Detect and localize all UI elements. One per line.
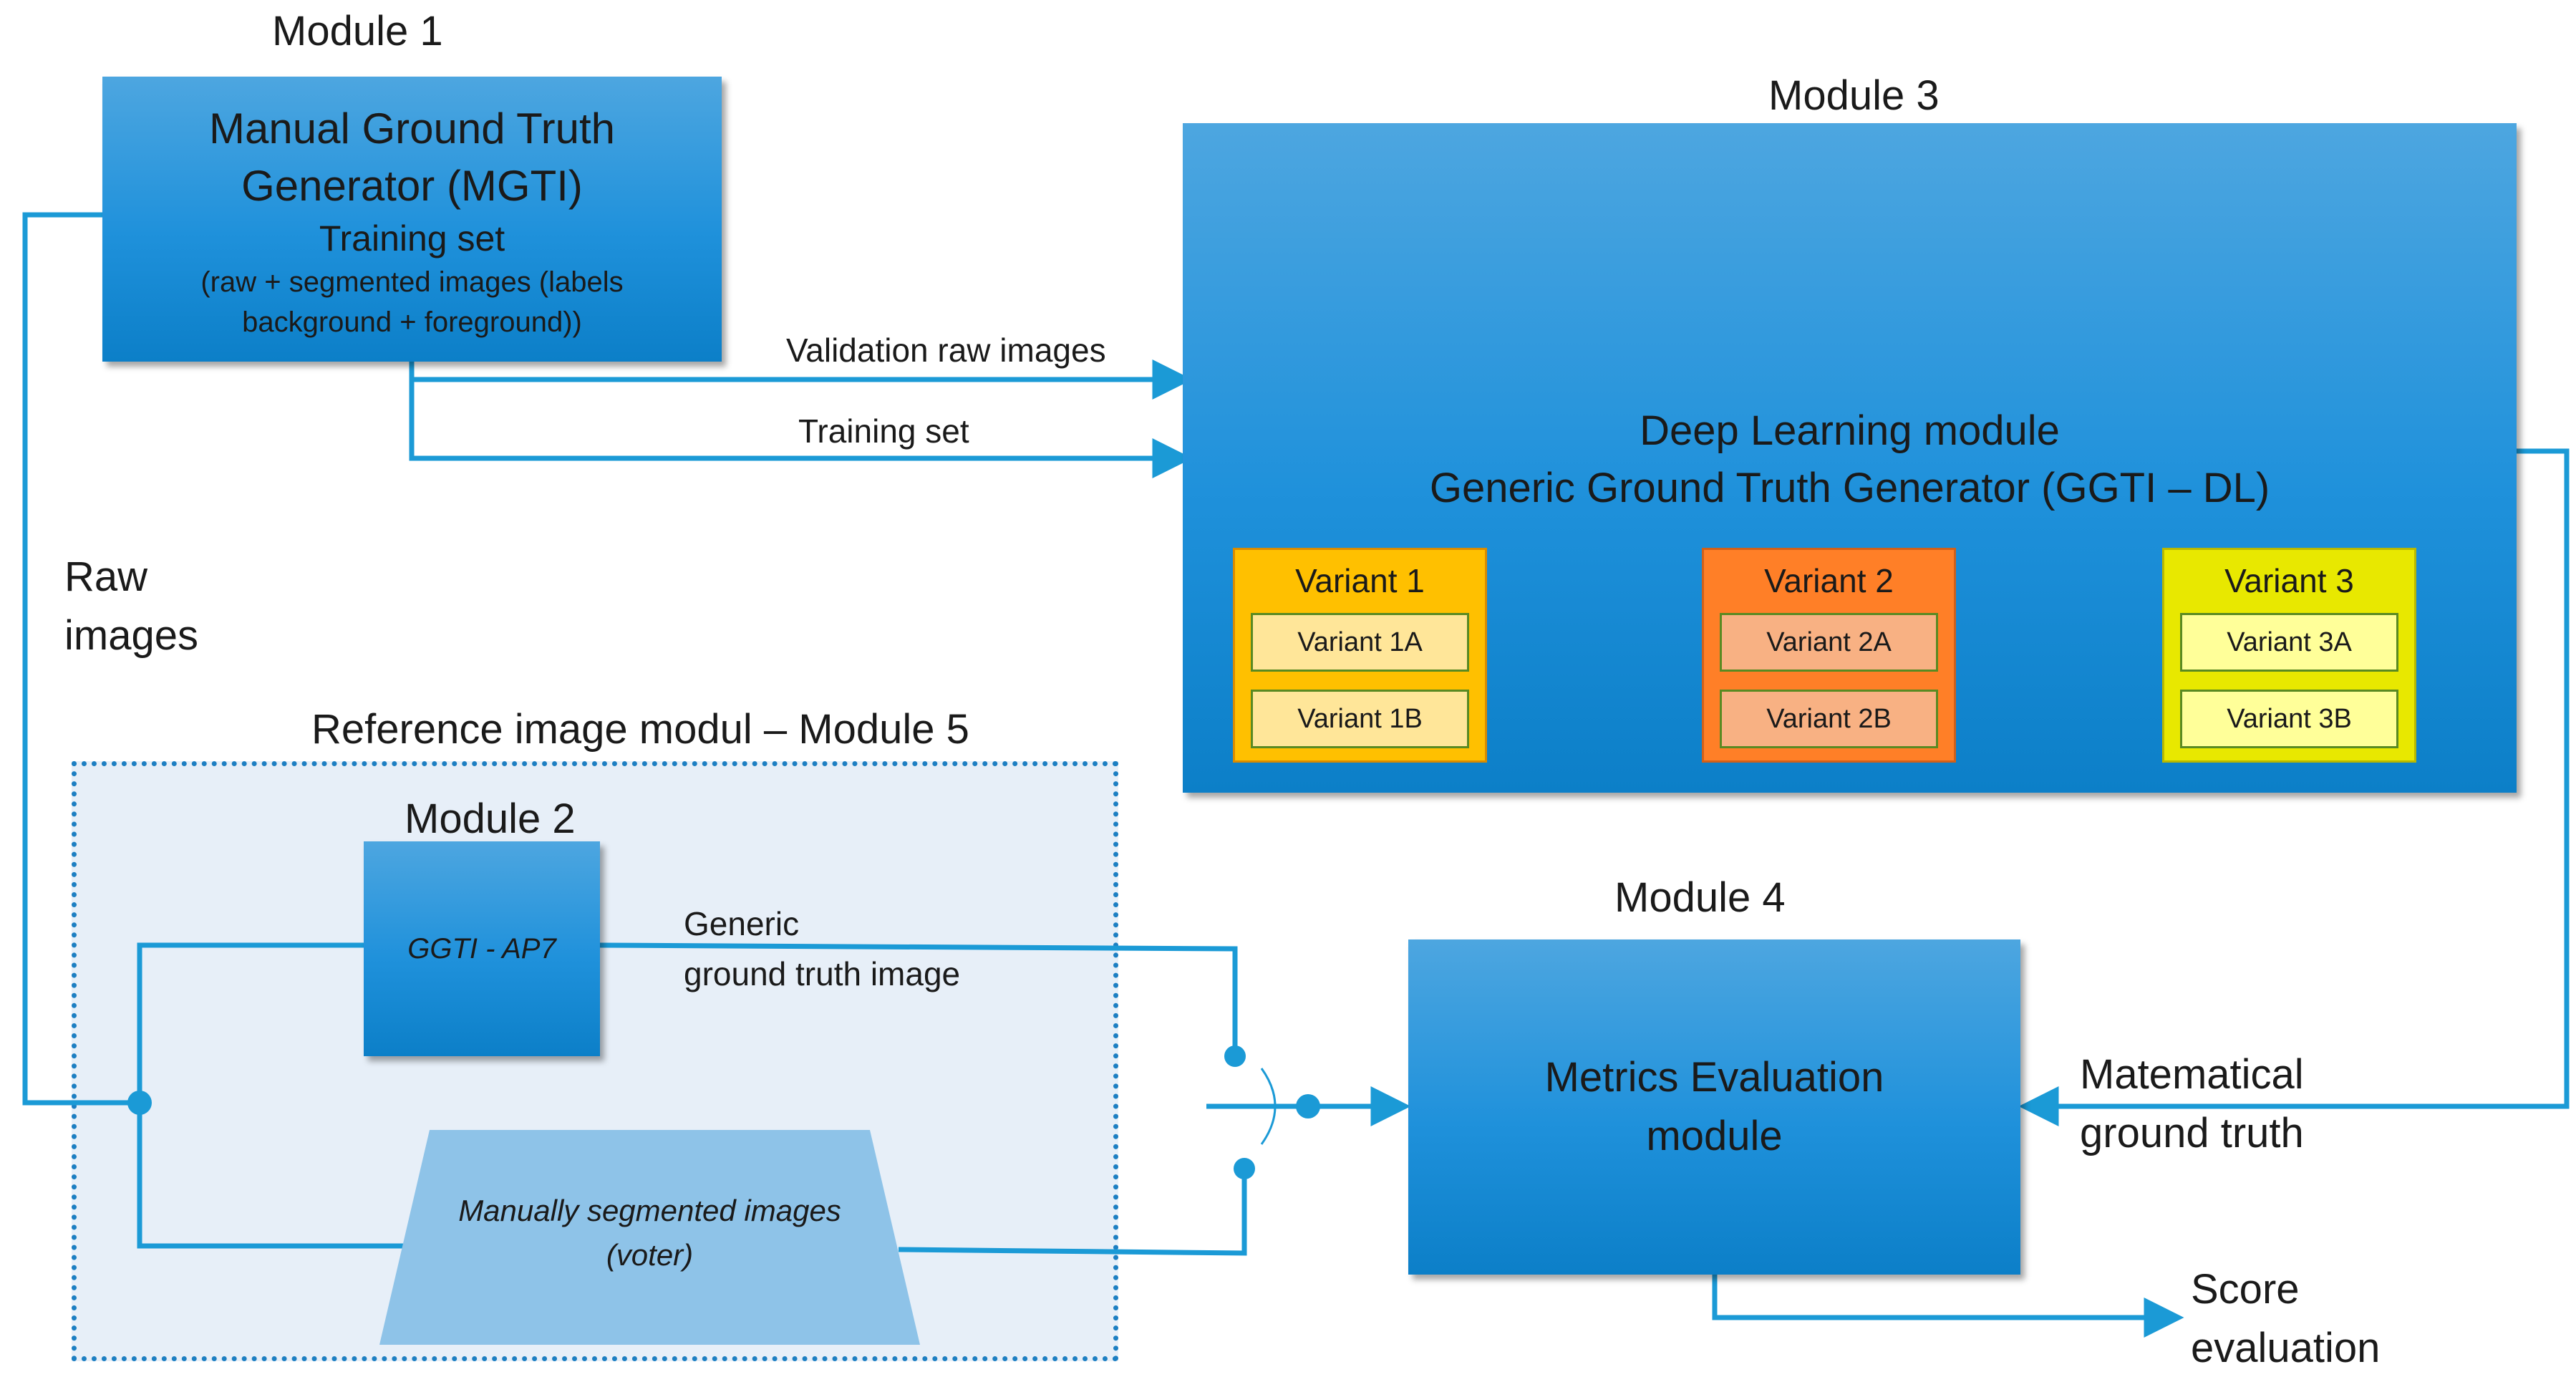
mgti-title-line2: Generator (MGTI) [241, 162, 583, 210]
label-math-gt-line1: Matematical [2080, 1051, 2304, 1098]
label-math-gt-line2: ground truth [2080, 1110, 2304, 1156]
edge-junction-to-manual [137, 1103, 408, 1249]
label-raw-images-line2: images [64, 612, 198, 659]
variant-2a: Variant 2A [1720, 613, 1938, 672]
mgti-subtitle: Training set [319, 218, 505, 258]
label-generic-gt-line2: ground truth image [684, 955, 961, 992]
mgti-title-line1: Manual Ground Truth [209, 105, 615, 153]
metrics-evaluation-box: Metrics Evaluation module [1408, 939, 2020, 1275]
switch-dot-center [1296, 1094, 1320, 1118]
module-3-label: Module 3 [1768, 72, 1940, 119]
edge-junction-to-ggti [137, 942, 364, 1103]
manual-segmented-text: Manually segmented images (voter) [379, 1189, 920, 1277]
variant-2-box: Variant 2 Variant 2A Variant 2B [1702, 548, 1956, 763]
mgti-note-line1: (raw + segmented images (labels [200, 266, 624, 298]
edge-training-set [409, 380, 1193, 478]
metrics-line2: module [1646, 1113, 1783, 1159]
module-5-label: Reference image modul – Module 5 [311, 706, 969, 753]
label-score-evaluation: Score evaluation [2191, 1260, 2380, 1378]
label-generic-gt: Generic ground truth image [684, 899, 960, 999]
label-validation-raw-images: Validation raw images [786, 332, 1106, 369]
edge-math-gt [2018, 448, 2570, 1126]
variant-1-box: Variant 1 Variant 1A Variant 1B [1233, 548, 1487, 763]
manual-segmented-shape [379, 1130, 920, 1345]
variant-1b: Variant 1B [1251, 690, 1469, 748]
mgti-box: Manual Ground Truth Generator (MGTI) Tra… [102, 77, 722, 362]
manual-segmented-line1: Manually segmented images [458, 1194, 841, 1227]
dl-title-line2: Generic Ground Truth Generator (GGTI – D… [1429, 465, 2270, 511]
variant-2b: Variant 2B [1720, 690, 1938, 748]
label-raw-images: Raw images [64, 548, 198, 665]
ggti-ap7-box: GGTI - AP7 [364, 841, 600, 1056]
switch-arc [1260, 1068, 1277, 1145]
ggti-ap7-label: GGTI - AP7 [407, 932, 556, 965]
metrics-line1: Metrics Evaluation [1544, 1054, 1884, 1101]
switch-dot-bottom [1234, 1158, 1255, 1179]
junction-dot [127, 1091, 152, 1115]
label-training-set: Training set [798, 412, 969, 450]
manual-segmented-line2: (voter) [606, 1238, 694, 1272]
variant-1a: Variant 1A [1251, 613, 1469, 672]
module-2-label: Module 2 [405, 796, 576, 842]
edge-generic-gt [599, 942, 1238, 1053]
variant-1-title: Variant 1 [1295, 562, 1425, 599]
label-raw-images-line1: Raw [64, 554, 148, 600]
module-4-label: Module 4 [1614, 874, 1786, 921]
dl-title-line1: Deep Learning module [1640, 407, 2060, 454]
edge-raw-images [22, 212, 140, 1106]
edge-manual-to-switch [898, 1171, 1247, 1256]
label-score-line1: Score [2191, 1266, 2300, 1313]
switch-dot-top [1224, 1045, 1246, 1067]
label-math-gt: Matematical ground truth [2080, 1045, 2304, 1163]
variant-3b: Variant 3B [2180, 690, 2398, 748]
variant-3-title: Variant 3 [2224, 562, 2354, 599]
edge-score [1712, 1275, 2184, 1338]
variant-3-box: Variant 3 Variant 3A Variant 3B [2162, 548, 2416, 763]
mgti-note-line2: background + foreground)) [242, 306, 582, 338]
label-score-line2: evaluation [2191, 1325, 2381, 1371]
label-generic-gt-line1: Generic [684, 905, 800, 942]
variant-2-title: Variant 2 [1764, 562, 1894, 599]
variant-3a: Variant 3A [2180, 613, 2398, 672]
module-1-label: Module 1 [272, 8, 443, 54]
